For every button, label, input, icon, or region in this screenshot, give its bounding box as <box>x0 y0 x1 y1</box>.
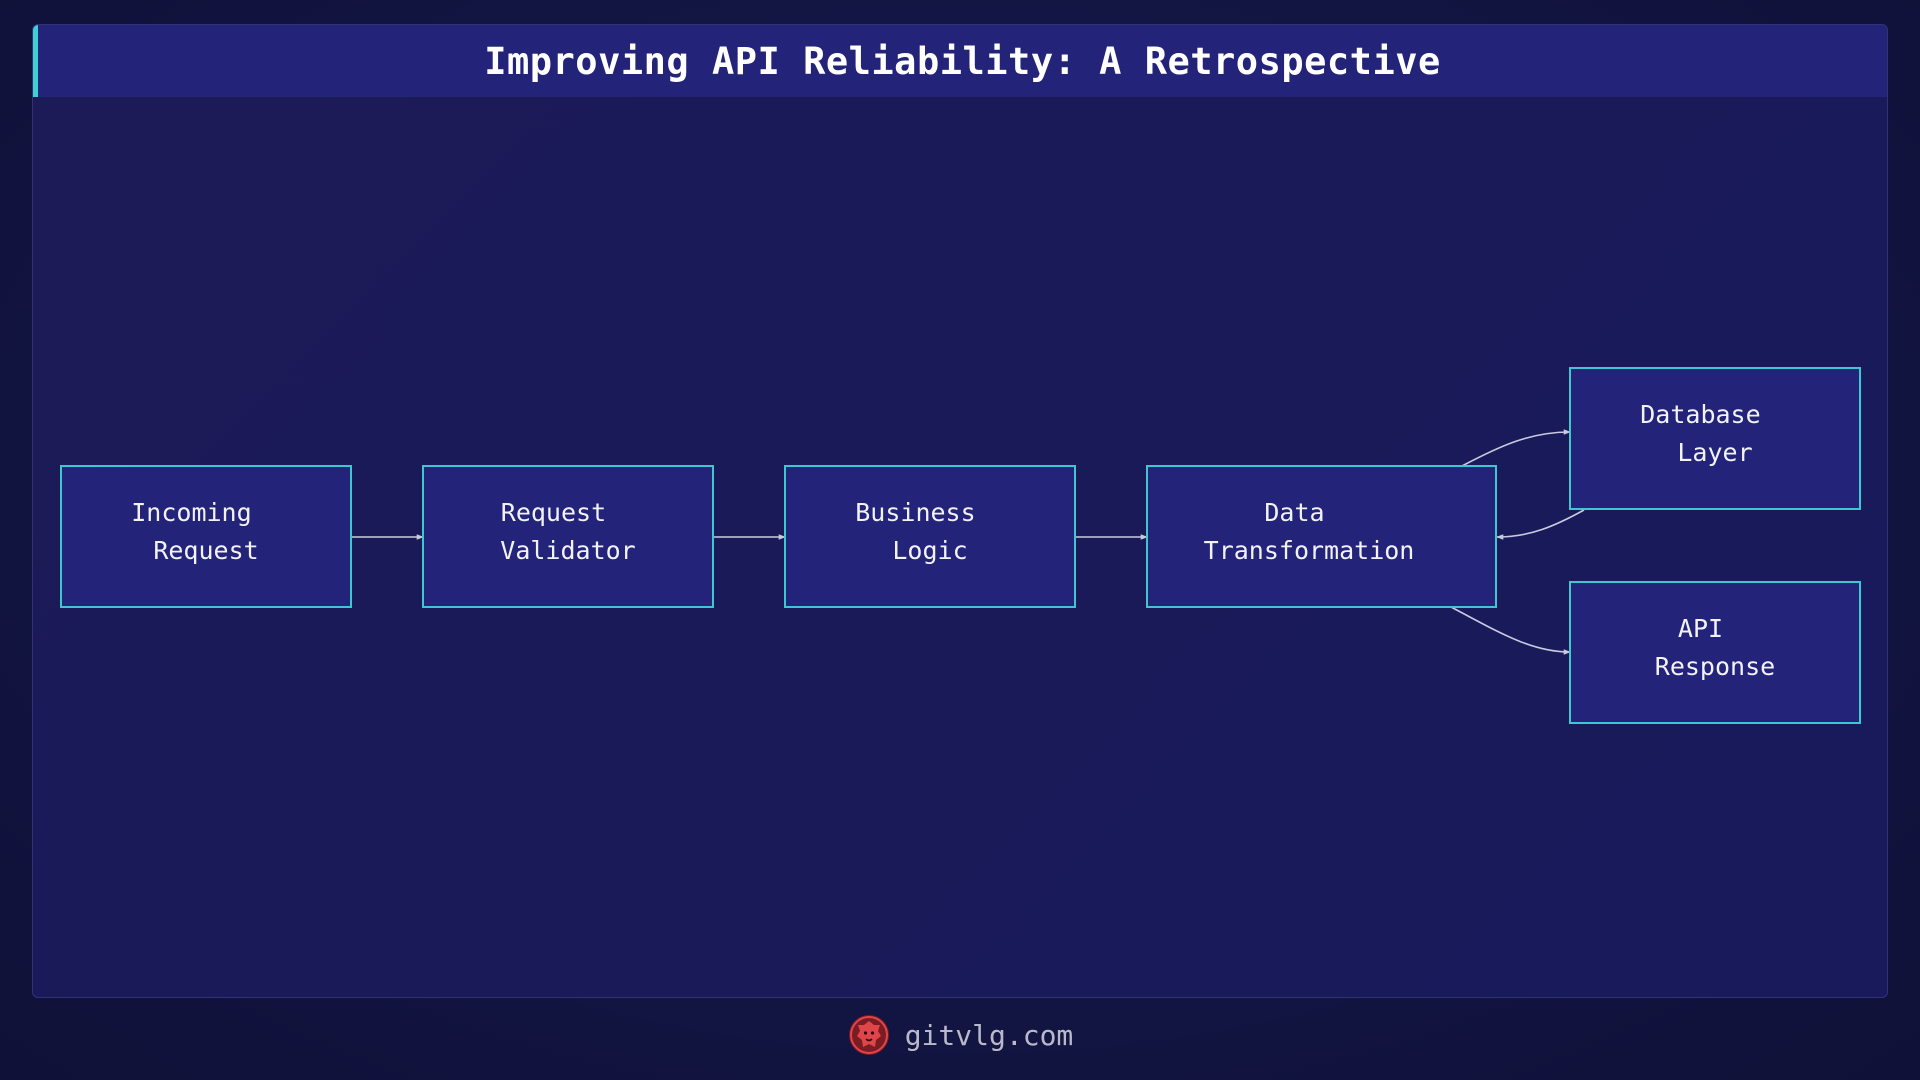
node-database-layer-line-2: Layer <box>1677 438 1752 467</box>
node-api-response: API Response <box>1569 581 1861 724</box>
node-business-logic: Business Logic <box>784 465 1076 608</box>
node-database-layer: Database Layer <box>1569 367 1861 510</box>
node-data-transformation-line-2: Transformation <box>1204 536 1415 565</box>
edge-transform-to-response <box>1450 606 1571 655</box>
footer: gitvlg.com <box>0 1010 1920 1060</box>
edge-transform-to-database <box>1461 429 1571 467</box>
node-incoming-request: Incoming Request <box>60 465 352 608</box>
title-bar: Improving API Reliability: A Retrospecti… <box>33 25 1887 97</box>
node-incoming-request-line-2: Request <box>153 536 258 565</box>
node-data-transformation: Data Transformation <box>1146 465 1497 608</box>
node-incoming-request-line-1: Incoming <box>131 498 251 527</box>
lion-logo-icon[interactable] <box>847 1013 891 1057</box>
node-api-response-line-2: Response <box>1655 652 1775 681</box>
node-request-validator-line-2: Validator <box>500 536 635 565</box>
node-database-layer-line-1: Database <box>1640 400 1760 429</box>
svg-text:Data Transformation: Data Transformation <box>1204 498 1415 565</box>
svg-text:Request Validator: Request Validator <box>500 498 635 565</box>
node-request-validator: Request Validator <box>422 465 714 608</box>
node-request-validator-line-1: Request <box>501 498 606 527</box>
node-api-response-line-1: API <box>1678 614 1723 643</box>
edge-database-to-transform <box>1496 509 1585 540</box>
svg-text:Database Layer: Database Layer <box>1640 400 1775 467</box>
page-title: Improving API Reliability: A Retrospecti… <box>484 39 1441 83</box>
node-business-logic-line-1: Business <box>855 498 975 527</box>
node-data-transformation-line-1: Data <box>1264 498 1324 527</box>
footer-site-link[interactable]: gitvlg.com <box>904 1018 1074 1052</box>
svg-text:Business Logic: Business Logic <box>855 498 990 565</box>
svg-text:Incoming Request: Incoming Request <box>131 498 266 565</box>
svg-text:API Response: API Response <box>1655 614 1775 681</box>
node-business-logic-line-2: Logic <box>892 536 967 565</box>
